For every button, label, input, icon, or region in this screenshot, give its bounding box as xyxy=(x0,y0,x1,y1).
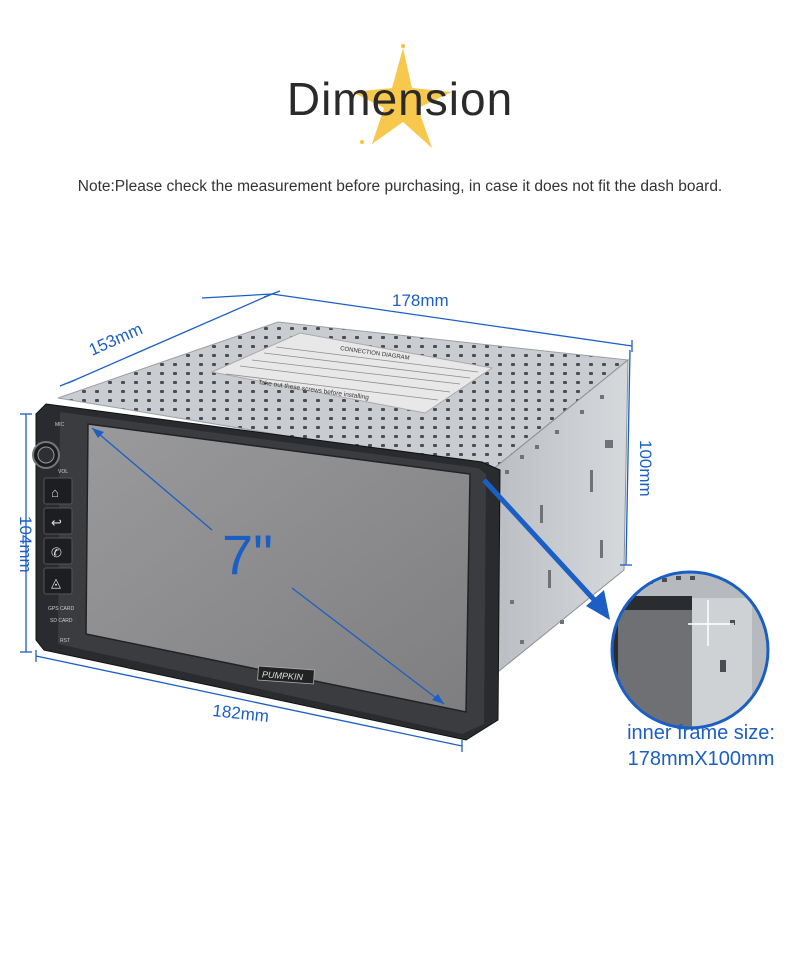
vol-label: VOL xyxy=(58,469,68,475)
rst-label: RST xyxy=(60,638,70,644)
title-area: Dimension xyxy=(0,40,800,150)
front-width-label: 182mm xyxy=(212,701,270,726)
measurement-note: Note:Please check the measurement before… xyxy=(77,178,723,195)
front-height-label: 104mm xyxy=(16,516,35,573)
navigation-button[interactable] xyxy=(43,567,73,595)
brand-logo: PUMPKIN xyxy=(262,669,304,682)
star-icon xyxy=(352,44,452,148)
back-icon: ↩ xyxy=(51,515,62,530)
dimension-lines xyxy=(20,290,633,752)
brand-logo-box xyxy=(257,665,315,685)
side-holes xyxy=(505,395,613,644)
page-title: Dimension xyxy=(286,73,514,125)
zoom-detail xyxy=(610,570,770,730)
inner-frame-label: inner frame size: 178mmX100mm xyxy=(602,720,800,772)
gps-card-label: GPS CARD xyxy=(48,606,75,612)
navigation-icon: ◬ xyxy=(51,575,61,590)
screen-size-label: 7" xyxy=(222,523,273,586)
sd-card-label: SD CARD xyxy=(50,618,73,624)
side-height-label: 100mm xyxy=(636,440,655,497)
zoom-arrow-line xyxy=(482,478,600,606)
home-icon: ⌂ xyxy=(51,485,59,500)
screen xyxy=(85,423,471,713)
button-panel: ⌂ ↩ ✆ ◬ MIC VOL GPS CARD SD CARD RST xyxy=(32,422,75,644)
diagonal-arrow-end xyxy=(432,694,444,704)
connection-sticker xyxy=(210,332,494,414)
inner-frame-line1: inner frame size: xyxy=(627,722,775,744)
back-button[interactable] xyxy=(43,507,73,535)
phone-button[interactable] xyxy=(43,537,73,565)
home-button[interactable] xyxy=(43,477,73,505)
top-width-label: 178mm xyxy=(392,291,449,310)
zoom-arrow-head xyxy=(586,590,610,620)
phone-icon: ✆ xyxy=(51,545,62,560)
inner-frame-line2: 178mmX100mm xyxy=(627,748,775,770)
mic-label: MIC xyxy=(55,422,65,428)
diagonal-arrow-start xyxy=(92,428,104,438)
sticker-lines xyxy=(225,346,479,401)
